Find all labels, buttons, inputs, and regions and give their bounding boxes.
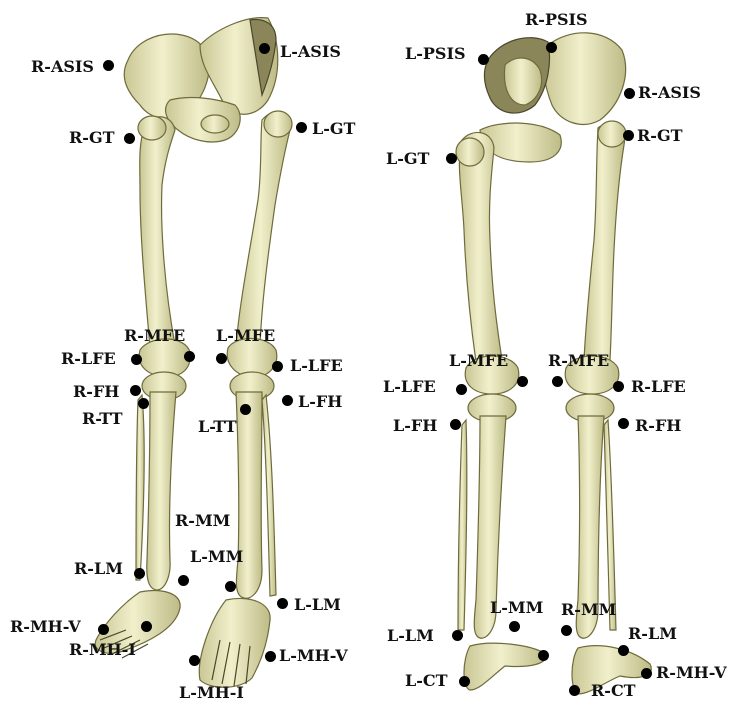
marker-l-foot-posterior bbox=[538, 650, 549, 661]
anterior-knees bbox=[139, 338, 277, 400]
label-l-gt-posterior: L-GT bbox=[386, 150, 429, 168]
label-l-mfe-posterior: L-MFE bbox=[449, 352, 508, 370]
marker-l-mh-i-anterior bbox=[189, 655, 200, 666]
label-l-gt-anterior: L-GT bbox=[312, 120, 355, 138]
label-l-ct-posterior: L-CT bbox=[405, 672, 448, 690]
marker-l-ct-posterior bbox=[459, 676, 470, 687]
anterior-feet bbox=[95, 591, 270, 688]
label-l-lfe-posterior: L-LFE bbox=[383, 378, 436, 396]
marker-l-mh-v-anterior bbox=[265, 651, 276, 662]
marker-r-mh-v-anterior bbox=[98, 624, 109, 635]
label-r-mm-posterior: R-MM bbox=[561, 601, 616, 619]
label-r-asis-posterior: R-ASIS bbox=[638, 84, 701, 102]
marker-l-mfe-posterior bbox=[517, 376, 528, 387]
label-r-gt-posterior: R-GT bbox=[637, 127, 683, 145]
label-l-lfe-anterior: L-LFE bbox=[290, 357, 343, 375]
label-l-mh-i-anterior: L-MH-I bbox=[179, 684, 244, 702]
marker-l-gt-anterior bbox=[296, 122, 307, 133]
marker-l-lm-posterior bbox=[452, 630, 463, 641]
label-r-mh-v-posterior: R-MH-V bbox=[656, 664, 727, 682]
marker-l-mfe-anterior bbox=[216, 353, 227, 364]
marker-r-fh-anterior bbox=[130, 385, 141, 396]
label-l-mm-posterior: L-MM bbox=[490, 599, 543, 617]
marker-r-asis-anterior bbox=[103, 60, 114, 71]
marker-l-lfe-posterior bbox=[456, 384, 467, 395]
label-r-lm-anterior: R-LM bbox=[74, 560, 123, 578]
marker-r-fh-posterior bbox=[618, 418, 629, 429]
label-l-fh-anterior: L-FH bbox=[298, 393, 342, 411]
marker-l-tt-anterior bbox=[240, 404, 251, 415]
label-l-mh-v-anterior: L-MH-V bbox=[279, 647, 348, 665]
anterior-femurs bbox=[138, 111, 292, 348]
label-r-ct-posterior: R-CT bbox=[591, 682, 636, 700]
label-r-lfe-anterior: R-LFE bbox=[61, 350, 116, 368]
label-l-tt-anterior: L-TT bbox=[198, 418, 236, 436]
label-r-mfe-posterior: R-MFE bbox=[548, 352, 609, 370]
marker-r-mm-posterior bbox=[561, 625, 572, 636]
marker-l-fh-anterior bbox=[282, 395, 293, 406]
label-r-mh-i-anterior: R-MH-I bbox=[69, 641, 136, 659]
label-r-psis-posterior: R-PSIS bbox=[525, 11, 588, 29]
label-l-lm-posterior: L-LM bbox=[387, 627, 434, 645]
label-r-mh-v-anterior: R-MH-V bbox=[10, 618, 81, 636]
marker-r-mfe-anterior bbox=[184, 351, 195, 362]
label-l-mm-anterior: L-MM bbox=[190, 548, 243, 566]
marker-r-lfe-posterior bbox=[613, 381, 624, 392]
label-l-mfe-anterior: L-MFE bbox=[216, 327, 275, 345]
marker-r-asis-posterior bbox=[624, 88, 635, 99]
label-r-mm-anterior: R-MM bbox=[175, 512, 230, 530]
marker-l-mm-anterior bbox=[225, 581, 236, 592]
label-l-asis-anterior: L-ASIS bbox=[280, 43, 341, 61]
marker-r-lm-anterior-lateral bbox=[134, 568, 145, 579]
label-r-fh-posterior: R-FH bbox=[635, 417, 681, 435]
marker-r-mfe-posterior bbox=[552, 376, 563, 387]
marker-r-tt-anterior bbox=[138, 398, 149, 409]
label-r-fh-anterior: R-FH bbox=[73, 383, 119, 401]
marker-l-lfe-anterior bbox=[272, 361, 283, 372]
label-l-lm-anterior: L-LM bbox=[294, 596, 341, 614]
label-r-lm-posterior: R-LM bbox=[628, 625, 677, 643]
marker-l-mm-posterior bbox=[509, 621, 520, 632]
marker-l-fh-posterior bbox=[450, 419, 461, 430]
marker-r-mh-v-posterior bbox=[641, 668, 652, 679]
label-r-tt-anterior: R-TT bbox=[82, 410, 123, 428]
label-r-asis-anterior: R-ASIS bbox=[31, 58, 94, 76]
marker-r-gt-posterior bbox=[623, 130, 634, 141]
label-l-fh-posterior: L-FH bbox=[393, 417, 437, 435]
label-l-psis-posterior: L-PSIS bbox=[405, 45, 466, 63]
marker-l-psis-posterior bbox=[478, 54, 489, 65]
marker-l-gt-posterior bbox=[446, 153, 457, 164]
label-r-mfe-anterior: R-MFE bbox=[124, 327, 185, 345]
marker-r-lfe-anterior bbox=[131, 354, 142, 365]
marker-r-psis-posterior bbox=[546, 42, 557, 53]
marker-r-gt-anterior bbox=[124, 133, 135, 144]
marker-l-asis-anterior bbox=[259, 43, 270, 54]
label-r-lfe-posterior: R-LFE bbox=[631, 378, 686, 396]
label-r-gt-anterior: R-GT bbox=[69, 129, 115, 147]
marker-l-lm-anterior bbox=[277, 598, 288, 609]
marker-r-mh-i-anterior bbox=[141, 621, 152, 632]
marker-r-lm-anterior bbox=[178, 575, 189, 586]
marker-r-ct-posterior bbox=[569, 685, 580, 696]
marker-r-lm-posterior bbox=[618, 645, 629, 656]
